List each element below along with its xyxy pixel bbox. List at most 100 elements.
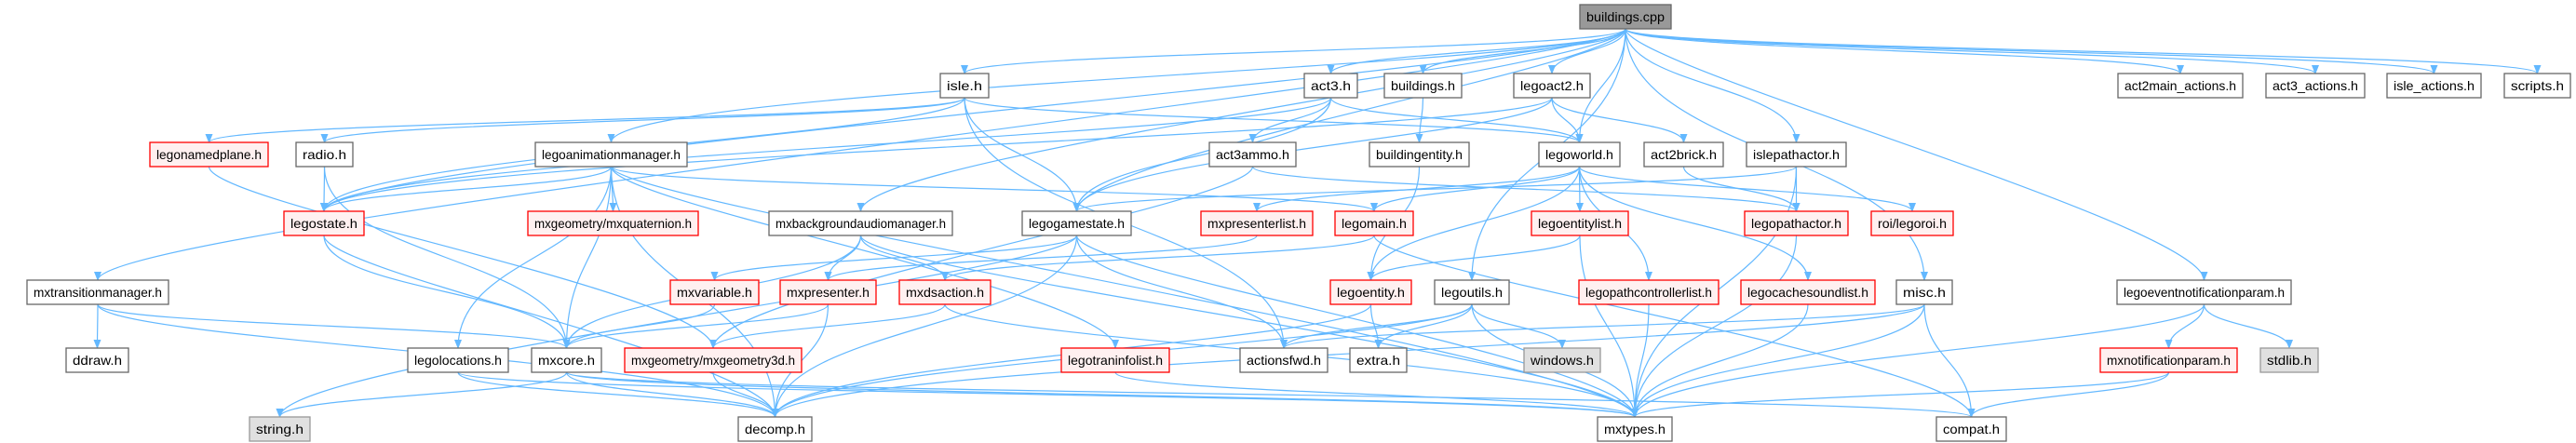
node-box[interactable] [1383, 73, 1463, 99]
node-box[interactable] [1434, 279, 1510, 305]
node-box[interactable] [1349, 347, 1408, 373]
node-box[interactable] [1369, 141, 1470, 168]
node-legotraninfolist-h[interactable]: legotraninfolist.h [1060, 347, 1170, 373]
node-box[interactable] [2259, 347, 2319, 373]
node-box[interactable] [531, 347, 602, 373]
node-box[interactable] [2503, 73, 2571, 99]
node-act3ammo-h[interactable]: act3ammo.h [1208, 141, 1297, 168]
node-box[interactable] [768, 210, 953, 236]
node-box[interactable] [1531, 210, 1629, 236]
node-act3-h[interactable]: act3.h [1303, 73, 1358, 99]
node-box[interactable] [1523, 347, 1601, 373]
node-box[interactable] [295, 141, 354, 168]
node-box[interactable] [737, 416, 813, 442]
node-box[interactable] [527, 210, 699, 236]
node-box[interactable] [65, 347, 129, 373]
node-legomain-h[interactable]: legomain.h [1334, 210, 1414, 236]
node-extra-h[interactable]: extra.h [1349, 347, 1408, 373]
node-legoentitylist-h[interactable]: legoentitylist.h [1531, 210, 1629, 236]
node-buildingentity-h[interactable]: buildingentity.h [1369, 141, 1470, 168]
node-box[interactable] [1334, 210, 1414, 236]
node-box[interactable] [283, 210, 365, 236]
node-box[interactable] [1744, 210, 1849, 236]
node-box[interactable] [1746, 141, 1847, 168]
node-box[interactable] [898, 279, 991, 305]
node-box[interactable] [26, 279, 169, 305]
node-misc-h[interactable]: misc.h [1895, 279, 1953, 305]
node-box[interactable] [149, 141, 269, 168]
node-legocachesoundlist-h[interactable]: legocachesoundlist.h [1740, 279, 1876, 305]
node-box[interactable] [1200, 210, 1314, 236]
node-legopathactor-h[interactable]: legopathactor.h [1744, 210, 1849, 236]
node-legoentity-h[interactable]: legoentity.h [1329, 279, 1412, 305]
node-legopathcontrollerlist-h[interactable]: legopathcontrollerlist.h [1578, 279, 1720, 305]
node-isle-h[interactable]: isle.h [939, 73, 990, 99]
node-compat-h[interactable]: compat.h [1935, 416, 2007, 442]
node-box[interactable] [1021, 210, 1132, 236]
node-actionsfwd-h[interactable]: actionsfwd.h [1239, 347, 1328, 373]
node-box[interactable] [669, 279, 760, 305]
node-box[interactable] [2117, 73, 2244, 99]
node-box[interactable] [939, 73, 990, 99]
node-box[interactable] [1870, 210, 1954, 236]
node-box[interactable] [534, 141, 688, 168]
node-legogamestate-h[interactable]: legogamestate.h [1021, 210, 1132, 236]
node-box[interactable] [1513, 73, 1591, 99]
node-mxvariable-h[interactable]: mxvariable.h [669, 279, 760, 305]
node-mxpresenter-h[interactable]: mxpresenter.h [779, 279, 877, 305]
node-islepathactor-h[interactable]: islepathactor.h [1746, 141, 1847, 168]
node-act3-actions-h[interactable]: act3_actions.h [2265, 73, 2366, 99]
node-box[interactable] [2265, 73, 2366, 99]
node-legoutils-h[interactable]: legoutils.h [1434, 279, 1510, 305]
node-windows-h[interactable]: windows.h [1523, 347, 1601, 373]
node-mxquaternion-h[interactable]: mxgeometry/mxquaternion.h [527, 210, 699, 236]
node-box[interactable] [1329, 279, 1412, 305]
node-box[interactable] [1935, 416, 2007, 442]
node-string-h[interactable]: string.h [249, 416, 311, 442]
node-decomp-h[interactable]: decomp.h [737, 416, 813, 442]
node-scripts-h[interactable]: scripts.h [2503, 73, 2571, 99]
node-box[interactable] [624, 347, 802, 373]
node-buildings-h[interactable]: buildings.h [1383, 73, 1463, 99]
node-legoeventnotificationparam-h[interactable]: legoeventnotificationparam.h [2116, 279, 2292, 305]
node-legonamedplane-h[interactable]: legonamedplane.h [149, 141, 269, 168]
node-act2main-actions-h[interactable]: act2main_actions.h [2117, 73, 2244, 99]
node-buildings-cpp[interactable]: buildings.cpp [1579, 4, 1672, 30]
node-box[interactable] [779, 279, 877, 305]
node-mxdsaction-h[interactable]: mxdsaction.h [898, 279, 991, 305]
node-box[interactable] [1578, 279, 1720, 305]
node-box[interactable] [1239, 347, 1328, 373]
node-box[interactable] [1579, 4, 1672, 30]
node-box[interactable] [1643, 141, 1724, 168]
node-box[interactable] [1538, 141, 1621, 168]
node-act2brick-h[interactable]: act2brick.h [1643, 141, 1724, 168]
node-mxnotificationparam-h[interactable]: mxnotificationparam.h [2099, 347, 2238, 373]
node-mxtypes-h[interactable]: mxtypes.h [1597, 416, 1673, 442]
node-mxtransitionmanager-h[interactable]: mxtransitionmanager.h [26, 279, 169, 305]
node-box[interactable] [249, 416, 311, 442]
node-mxcore-h[interactable]: mxcore.h [531, 347, 602, 373]
node-box[interactable] [2386, 73, 2482, 99]
node-box[interactable] [2116, 279, 2292, 305]
node-mxbackgroundaudiomanager-h[interactable]: mxbackgroundaudiomanager.h [768, 210, 953, 236]
node-box[interactable] [1208, 141, 1297, 168]
node-isle-actions-h[interactable]: isle_actions.h [2386, 73, 2482, 99]
node-legoanimationmanager-h[interactable]: legoanimationmanager.h [534, 141, 688, 168]
node-legoact2-h[interactable]: legoact2.h [1513, 73, 1591, 99]
node-box[interactable] [1740, 279, 1876, 305]
node-legoworld-h[interactable]: legoworld.h [1538, 141, 1621, 168]
node-box[interactable] [1060, 347, 1170, 373]
node-box[interactable] [1895, 279, 1953, 305]
node-legolocations-h[interactable]: legolocations.h [407, 347, 509, 373]
node-box[interactable] [1597, 416, 1673, 442]
node-box[interactable] [1303, 73, 1358, 99]
node-box[interactable] [407, 347, 509, 373]
node-radio-h[interactable]: radio.h [295, 141, 354, 168]
node-legoroi-h[interactable]: roi/legoroi.h [1870, 210, 1954, 236]
node-stdlib-h[interactable]: stdlib.h [2259, 347, 2319, 373]
node-box[interactable] [2099, 347, 2238, 373]
node-mxgeometry3d-h[interactable]: mxgeometry/mxgeometry3d.h [624, 347, 802, 373]
node-mxpresenterlist-h[interactable]: mxpresenterlist.h [1200, 210, 1314, 236]
node-ddraw-h[interactable]: ddraw.h [65, 347, 129, 373]
node-legostate-h[interactable]: legostate.h [283, 210, 365, 236]
